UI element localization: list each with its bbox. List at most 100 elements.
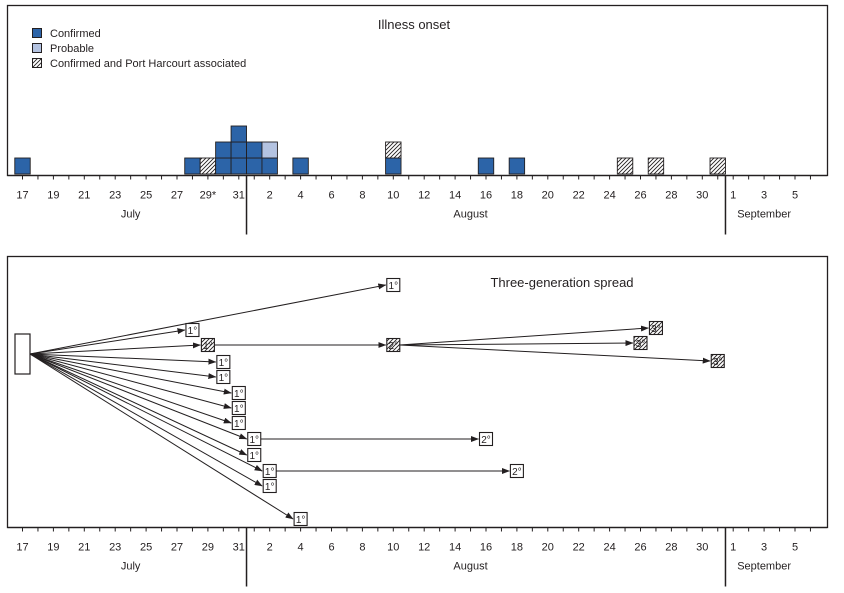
illness-onset-title: Illness onset bbox=[378, 17, 451, 32]
case-node-box bbox=[231, 415, 246, 431]
case-square-probable bbox=[261, 141, 278, 159]
case-node-label: 3° bbox=[636, 339, 646, 350]
case-node-label: 1° bbox=[249, 435, 259, 446]
spread-frame bbox=[6, 255, 829, 529]
tick-label: 12 bbox=[418, 542, 430, 554]
transmission-arrow bbox=[399, 344, 711, 364]
case-node-box bbox=[262, 478, 277, 494]
tick-label: 30 bbox=[696, 542, 708, 554]
month-label: September bbox=[737, 561, 791, 573]
legend-swatch-port_harcourt bbox=[32, 58, 42, 68]
case-node-label: 1° bbox=[203, 341, 213, 352]
case-square-confirmed bbox=[14, 157, 31, 175]
case-nodes: 1°1°1°2°1°1°1°1°1°1°2°1°1°2°1°1°3°3°3° bbox=[14, 277, 725, 527]
tick-label: 1 bbox=[730, 190, 736, 202]
illness-onset-panel: Illness onset ConfirmedProbableConfirmed… bbox=[6, 4, 829, 235]
case-square-confirmed bbox=[385, 157, 402, 175]
tick-label: 17 bbox=[16, 190, 28, 202]
tick-label: 24 bbox=[603, 542, 615, 554]
tick-label: 1 bbox=[730, 542, 736, 554]
case-node-label: 3° bbox=[713, 357, 723, 368]
case-node-box bbox=[509, 463, 524, 479]
case-node-box bbox=[216, 369, 231, 385]
tick-label: 5 bbox=[792, 190, 798, 202]
case-node-box bbox=[247, 431, 262, 447]
legend-label-port_harcourt: Confirmed and Port Harcourt associated bbox=[50, 58, 246, 70]
transmission-arrow bbox=[29, 353, 263, 487]
spread-title: Three-generation spread bbox=[490, 275, 633, 290]
case-square-port_harcourt bbox=[616, 157, 634, 175]
transmission-arrow bbox=[29, 353, 248, 456]
transmission-arrows bbox=[29, 283, 711, 520]
tick-label: 2 bbox=[267, 542, 273, 554]
epi-curve-bars bbox=[14, 125, 726, 175]
tick-label: 4 bbox=[298, 542, 304, 554]
tick-label: 31 bbox=[233, 190, 245, 202]
case-square-confirmed bbox=[292, 157, 309, 175]
tick-label: 2 bbox=[267, 190, 273, 202]
month-label: July bbox=[121, 561, 141, 573]
tick-label: 18 bbox=[511, 542, 523, 554]
tick-label: 30 bbox=[696, 190, 708, 202]
tick-label: 19 bbox=[47, 542, 59, 554]
case-node-label: 1° bbox=[234, 404, 244, 415]
tick-label: 29 bbox=[202, 542, 214, 554]
tick-label: 5 bbox=[792, 542, 798, 554]
case-node-label: 2° bbox=[512, 467, 522, 478]
case-square-confirmed bbox=[477, 157, 495, 175]
tick-label: 18 bbox=[511, 190, 523, 202]
case-node-label: 1° bbox=[234, 389, 244, 400]
tick-label: 27 bbox=[171, 190, 183, 202]
legend-swatch-probable bbox=[32, 43, 42, 53]
case-node-box bbox=[231, 400, 246, 416]
tick-label: 4 bbox=[298, 190, 304, 202]
case-square-confirmed bbox=[508, 157, 526, 175]
transmission-arrow bbox=[29, 353, 217, 380]
transmission-arrow bbox=[29, 353, 294, 520]
tick-label: 24 bbox=[603, 190, 615, 202]
transmission-arrow bbox=[29, 353, 263, 472]
tick-label: 26 bbox=[634, 542, 646, 554]
case-node-label: 3° bbox=[651, 324, 661, 335]
tick-label: 28 bbox=[665, 190, 677, 202]
tick-label: 21 bbox=[78, 542, 90, 554]
index-case-box bbox=[14, 333, 31, 375]
case-square-port_harcourt bbox=[647, 157, 665, 175]
case-node-label: 1° bbox=[249, 451, 259, 462]
tick-label: 26 bbox=[634, 190, 646, 202]
tick-label: 17 bbox=[16, 542, 28, 554]
case-node-label: 2° bbox=[389, 341, 399, 352]
month-label: September bbox=[737, 209, 791, 221]
case-node-box bbox=[293, 511, 308, 527]
case-node-box bbox=[648, 320, 664, 336]
transmission-arrow bbox=[29, 353, 232, 409]
case-node-label: 1° bbox=[389, 281, 399, 292]
case-node-box bbox=[386, 337, 401, 353]
tick-label: 25 bbox=[140, 542, 152, 554]
tick-label: 8 bbox=[359, 190, 365, 202]
case-node-label: 1° bbox=[219, 358, 229, 369]
case-node-box bbox=[386, 277, 401, 293]
tick-label: 3 bbox=[761, 542, 767, 554]
case-square-confirmed bbox=[246, 157, 263, 175]
case-square-confirmed bbox=[261, 157, 278, 175]
month-label: August bbox=[453, 561, 487, 573]
transmission-arrow bbox=[399, 325, 649, 346]
case-node-label: 1° bbox=[188, 326, 198, 337]
transmission-arrow bbox=[29, 353, 232, 395]
tick-label: 16 bbox=[480, 542, 492, 554]
case-node-box bbox=[216, 354, 231, 370]
case-node-box bbox=[262, 463, 277, 479]
case-square-confirmed bbox=[246, 141, 263, 159]
tick-label: 19 bbox=[47, 190, 59, 202]
case-square-confirmed bbox=[215, 141, 232, 159]
case-node-box bbox=[478, 431, 494, 447]
tick-label: 29* bbox=[200, 190, 217, 202]
case-square-port_harcourt bbox=[709, 157, 726, 175]
case-node-box bbox=[633, 335, 648, 351]
case-square-confirmed bbox=[230, 141, 247, 159]
tick-label: 27 bbox=[171, 542, 183, 554]
tick-label: 14 bbox=[449, 542, 461, 554]
